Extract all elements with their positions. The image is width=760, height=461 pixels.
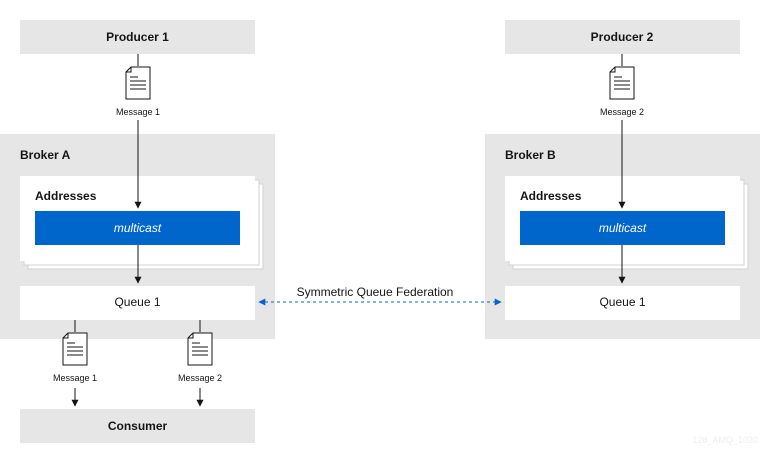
producer-2-message-document-icon xyxy=(609,66,635,100)
producer-1-label: Producer 1 xyxy=(106,30,169,44)
producer-2-box: Producer 2 xyxy=(505,20,740,54)
consumer-message-1-document-icon xyxy=(62,332,88,366)
broker-b-queue-label: Queue 1 xyxy=(599,295,645,309)
federation-label: Symmetric Queue Federation xyxy=(297,285,454,299)
broker-a-label: Broker A xyxy=(20,148,71,162)
broker-a-addresses-label: Addresses xyxy=(35,189,97,203)
broker-b-label: Broker B xyxy=(505,148,556,162)
producer-2-label: Producer 2 xyxy=(591,30,654,44)
producer-2-message-label: Message 2 xyxy=(600,107,644,117)
broker-b-queue-box xyxy=(505,286,740,320)
broker-a-queue-label: Queue 1 xyxy=(114,295,160,309)
broker-b: Broker B Addresses multicast Queue 1 xyxy=(485,134,760,339)
broker-a-queue-box xyxy=(20,286,255,320)
consumer-message-2-document-icon xyxy=(187,332,213,366)
producer-1-message-document-icon xyxy=(125,66,151,100)
consumer-message-2-label: Message 2 xyxy=(178,373,222,383)
diagram-id-watermark: 128_AMQ_1020 xyxy=(692,435,758,445)
consumer-message-1-label: Message 1 xyxy=(53,373,97,383)
broker-a: Broker A Addresses multicast Queue 1 xyxy=(0,134,275,339)
broker-b-multicast-label: multicast xyxy=(599,221,647,235)
producer-1-message-label: Message 1 xyxy=(116,107,160,117)
broker-a-multicast-label: multicast xyxy=(114,221,162,235)
producer-1-box: Producer 1 xyxy=(20,20,255,54)
consumer-label: Consumer xyxy=(108,419,168,433)
broker-a-multicast-box xyxy=(35,211,240,245)
broker-b-multicast-box xyxy=(520,211,725,245)
consumer-box: Consumer xyxy=(20,409,255,443)
broker-b-addresses-label: Addresses xyxy=(520,189,582,203)
